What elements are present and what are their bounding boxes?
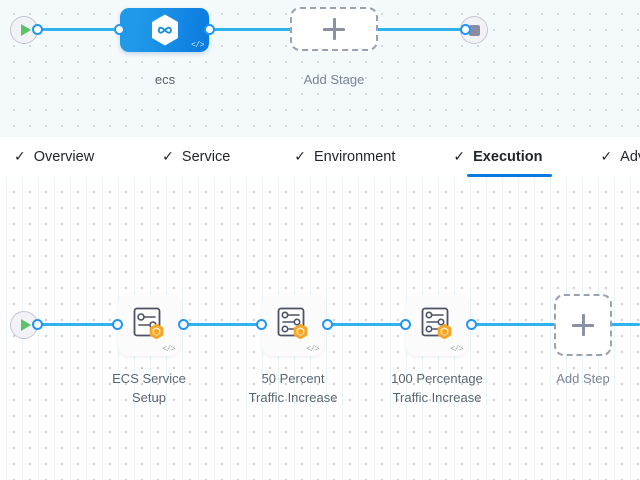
tab-advanced-label: Advanced: [620, 149, 640, 165]
stage-end-port[interactable]: [460, 24, 471, 35]
step-card-2[interactable]: </>: [262, 294, 324, 356]
stage-end-node[interactable]: [460, 16, 488, 44]
step-code-badge: </>: [162, 345, 175, 354]
step-settings-icon: [417, 304, 457, 349]
step-code-badge: </>: [450, 345, 463, 354]
hexagon-infinity-icon: [151, 14, 179, 46]
play-icon: [20, 24, 31, 36]
step-1-label-line2: Setup: [132, 390, 166, 405]
step-2-input-port[interactable]: [256, 319, 267, 330]
step-3-input-port[interactable]: [400, 319, 411, 330]
step-3-label-line1: 100 Percentage: [391, 371, 483, 386]
add-stage-button[interactable]: [290, 7, 378, 51]
execution-start-port[interactable]: [32, 319, 43, 330]
step-1-input-port[interactable]: [112, 319, 123, 330]
stop-icon: [468, 24, 480, 36]
stage-node-input-port[interactable]: [114, 24, 125, 35]
step-1-output-port[interactable]: [178, 319, 189, 330]
step-1-label: ECS Service Setup: [89, 369, 209, 407]
wire-start-to-step1: [30, 323, 130, 326]
check-icon: ✓: [162, 148, 174, 164]
wire-addstep-outgoing: [610, 323, 640, 326]
tab-execution-label: Execution: [473, 149, 543, 165]
plus-icon: [572, 314, 594, 336]
tab-advanced[interactable]: ✓ Advanced: [596, 137, 640, 177]
tab-execution[interactable]: ✓ Execution: [449, 137, 553, 177]
wire-stage-to-addstage: [205, 28, 300, 31]
add-stage-label: Add Stage: [303, 72, 365, 87]
stage-node-ecs[interactable]: </>: [120, 8, 209, 52]
tab-overview-label: Overview: [33, 149, 95, 165]
check-icon: ✓: [14, 148, 26, 164]
section-tabs[interactable]: ✓ Overview ✓ Service ✓ Environment ✓ Exe…: [0, 137, 640, 178]
step-3-label-line2: Traffic Increase: [392, 390, 482, 405]
step-2-label-line2: Traffic Increase: [248, 390, 338, 405]
stage-start-node[interactable]: [10, 16, 38, 44]
step-settings-icon: [273, 304, 313, 349]
stage-node-label: ecs: [154, 72, 176, 87]
plus-icon: [323, 18, 345, 40]
check-icon: ✓: [294, 148, 306, 164]
wire-step2-to-step3: [324, 323, 420, 326]
stage-node-output-port[interactable]: [204, 24, 215, 35]
play-icon: [20, 319, 31, 331]
wire-start-to-stage: [30, 28, 130, 31]
wire-step3-to-addstep: [468, 323, 556, 326]
step-card-3[interactable]: </>: [406, 294, 468, 356]
wire-step1-to-step2: [180, 323, 276, 326]
step-code-badge: </>: [306, 345, 319, 354]
check-icon: ✓: [453, 148, 466, 164]
wire-addstage-to-end: [372, 28, 467, 31]
tab-service-label: Service: [181, 149, 231, 165]
step-3-output-port[interactable]: [466, 319, 477, 330]
add-step-button[interactable]: [554, 294, 612, 356]
step-2-output-port[interactable]: [322, 319, 333, 330]
step-2-label: 50 Percent Traffic Increase: [233, 369, 353, 407]
stage-code-badge: </>: [191, 41, 204, 50]
stage-canvas[interactable]: </> ecs Add Stage: [0, 0, 640, 137]
step-card-1[interactable]: </>: [118, 294, 180, 356]
tab-underline: [467, 174, 553, 177]
tab-environment-label: Environment: [314, 149, 396, 165]
tab-environment[interactable]: ✓ Environment: [290, 137, 399, 177]
tab-overview[interactable]: ✓ Overview: [10, 137, 98, 177]
add-step-label: Add Step: [556, 371, 610, 386]
step-settings-icon: [129, 304, 169, 349]
stage-start-port[interactable]: [32, 24, 43, 35]
step-2-label-line1: 50 Percent: [261, 371, 325, 386]
step-1-label-line1: ECS Service: [112, 371, 186, 386]
tab-service[interactable]: ✓ Service: [158, 137, 234, 177]
execution-canvas[interactable]: </> ECS Service Setup: [0, 177, 640, 480]
check-icon: ✓: [600, 148, 613, 164]
step-3-label: 100 Percentage Traffic Increase: [377, 369, 497, 407]
